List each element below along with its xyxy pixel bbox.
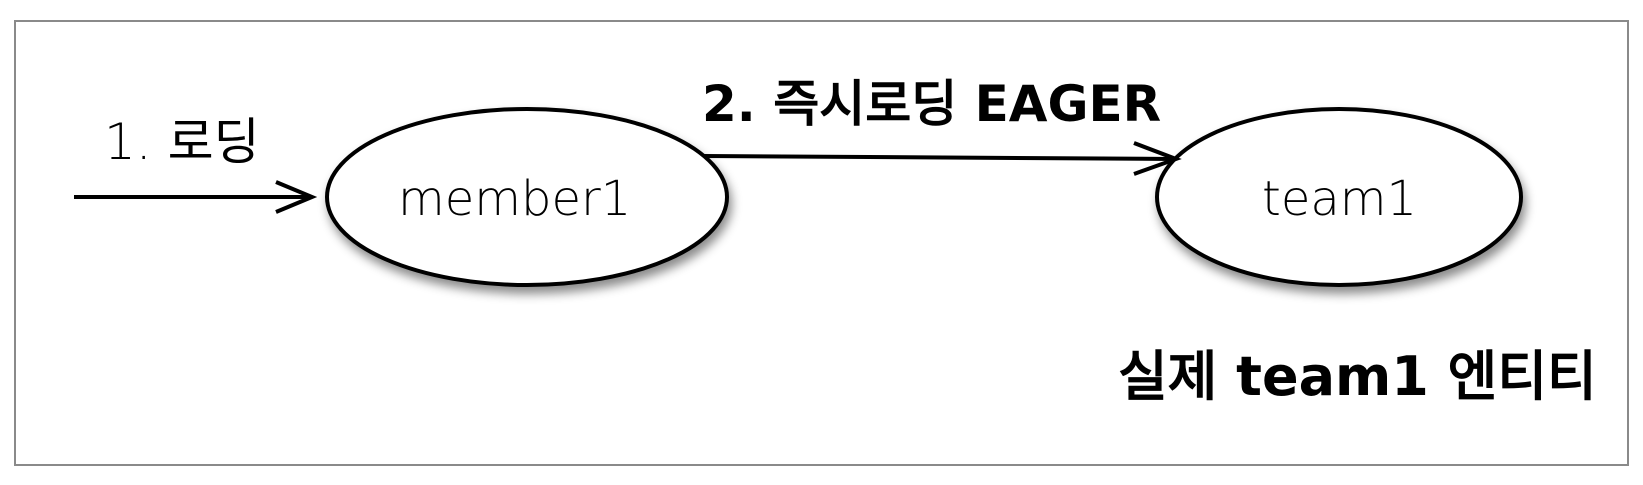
edge-label-loading: 1. 로딩 — [104, 113, 260, 171]
arrow-loading — [74, 180, 318, 214]
node-team1-label: team1 — [1262, 171, 1418, 227]
annotation-real-entity: 실제 team1 엔티티 — [1118, 345, 1597, 408]
edge-label-eager: 2. 즉시로딩 EAGER — [702, 75, 1162, 133]
node-member1-ellipse — [325, 107, 729, 287]
node-team1-ellipse — [1155, 107, 1523, 287]
node-member1-label: member1 — [398, 171, 632, 227]
arrow-eager — [703, 141, 1182, 176]
